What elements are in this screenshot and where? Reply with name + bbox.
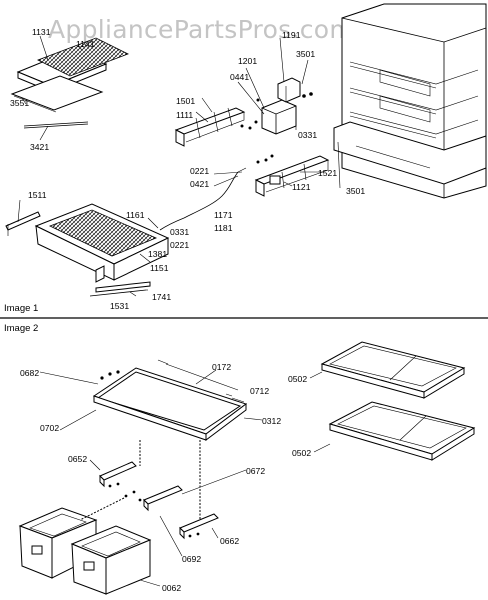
part-label: 0702 [40,423,59,433]
part-label: 1511 [28,190,47,200]
part-label: 1381 [148,249,167,259]
part-label: 1501 [176,96,195,106]
part-label: 1181 [214,223,233,233]
crisper-shelf [92,359,248,441]
crisper-drawers [18,507,152,595]
part-label: 0312 [262,416,281,426]
control-cable [159,171,239,231]
part-label: 1531 [110,301,129,311]
part-label: 1201 [238,56,257,66]
crisper-front-trim [89,281,151,297]
part-label: 0692 [182,554,201,564]
glass-shelf-lower [328,401,476,461]
part-label: 1111 [176,110,193,120]
part-label: 0221 [190,166,209,176]
cover-bracket-right [254,154,330,197]
control-housing [256,77,313,135]
part-label: 0662 [220,536,239,546]
part-label: 0502 [292,448,311,458]
part-label: 1741 [152,292,171,302]
part-label: 1131 [32,27,51,37]
part-label: 1121 [292,182,311,192]
part-label: 0221 [170,240,189,250]
refrigerator-cabinet [333,3,487,199]
section-label-image-2: Image 2 [4,323,38,334]
part-label: 3501 [296,49,315,59]
part-label: 0672 [246,466,265,476]
part-label: 0502 [288,374,307,384]
part-label: 0652 [68,454,87,464]
slide-rail-1511 [5,211,41,236]
part-label: 3421 [30,142,49,152]
part-label: 1191 [282,30,301,40]
part-label: 1141 [76,39,95,49]
part-labels-image-2: 0682 0172 0712 0502 0702 0312 0502 0652 … [20,362,311,593]
part-label: 0421 [190,179,209,189]
part-label: 0682 [20,368,39,378]
part-label: 3551 [10,98,29,108]
bracket-0652 [99,461,137,488]
cover-bracket-left [174,107,258,147]
part-label: 0712 [250,386,269,396]
glass-shelf-upper [320,341,466,399]
leader-lines [17,35,341,587]
part-label: 0062 [162,583,181,593]
part-label: 0331 [298,130,317,140]
part-label: 1521 [318,168,337,178]
crisper-pan [34,203,170,283]
part-label: 1161 [126,210,145,220]
part-label: 1171 [214,210,233,220]
part-label: 3501 [346,186,365,196]
bracket-0672 [124,485,183,512]
part-label: 0331 [170,227,189,237]
crisper-cover-assembly [10,37,129,129]
part-label: 0172 [212,362,231,372]
section-label-image-1: Image 1 [4,303,38,314]
bracket-0662 [179,513,219,540]
part-labels-image-1: 1131 1141 3551 3421 1201 0441 1191 3501 … [10,27,365,311]
part-label: 1151 [150,263,169,273]
part-label: 0441 [230,72,249,82]
